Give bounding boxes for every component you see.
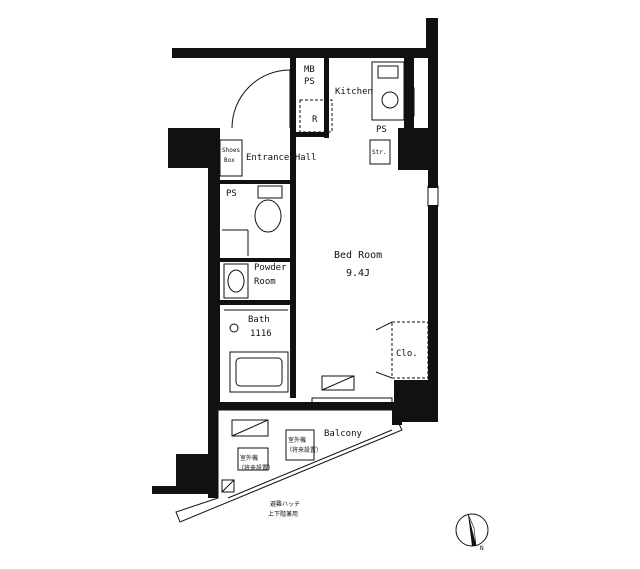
- label-outdoor-unit-left-1: 室外機: [240, 454, 258, 462]
- label-evacuation-2: 上下階兼用: [268, 510, 298, 518]
- north-arrow-icon: N: [455, 513, 489, 552]
- label-box: Box: [224, 157, 235, 164]
- label-outdoor-unit-right-2: （将来設置）: [286, 446, 322, 454]
- label-outdoor-unit-right-1: 室外機: [288, 436, 306, 444]
- label-closet: Clo.: [396, 349, 418, 359]
- label-powder: Powder: [254, 263, 287, 273]
- storage: [369, 139, 391, 165]
- linework: [175, 61, 439, 523]
- toilet-bowl: [254, 199, 282, 233]
- outdoor-unit-right: [285, 429, 315, 461]
- labels: MB PS Kitchen R PS Shoes Box Entrance Ha…: [222, 65, 418, 518]
- label-bath-size: 1116: [250, 329, 272, 339]
- label-kitchen: Kitchen: [335, 87, 373, 97]
- toilet-tank: [257, 185, 283, 199]
- label-str: Str.: [372, 149, 386, 156]
- kitchen-counter: [371, 61, 405, 121]
- label-bath: Bath: [248, 315, 270, 325]
- ac-unit: [321, 375, 355, 391]
- entrance-door-swing: [231, 69, 291, 129]
- label-ps-mb: PS: [304, 77, 315, 87]
- window-right: [427, 185, 439, 207]
- fridge-space: [299, 99, 333, 133]
- label-room: Room: [254, 277, 276, 287]
- label-entrance-hall: Entrance Hall: [246, 153, 316, 163]
- label-ps-wc: PS: [226, 189, 237, 199]
- balcony-outline: [175, 409, 403, 523]
- outdoor-unit-box-1: [231, 419, 269, 437]
- outdoor-unit-left: [237, 447, 269, 471]
- label-balcony: Balcony: [324, 429, 363, 439]
- closet: [391, 321, 429, 379]
- walls: [152, 18, 438, 498]
- evacuation-hatch: [221, 479, 235, 493]
- label-outdoor-unit-left-2: （将来設置）: [238, 464, 274, 472]
- washbasin: [223, 263, 249, 299]
- compass-label: N: [480, 545, 484, 552]
- label-bed-room-size: 9.4J: [346, 268, 370, 279]
- label-fridge: R: [312, 115, 318, 125]
- bathtub: [229, 351, 289, 393]
- label-evacuation-1: 避難ハッチ: [270, 500, 300, 508]
- label-ps-kitchen: PS: [376, 125, 387, 135]
- shoes-box: [219, 139, 243, 177]
- balcony-window: [311, 397, 393, 405]
- label-bed-room: Bed Room: [334, 250, 382, 261]
- label-shoes: Shoes: [222, 147, 240, 154]
- label-mb: MB: [304, 65, 315, 75]
